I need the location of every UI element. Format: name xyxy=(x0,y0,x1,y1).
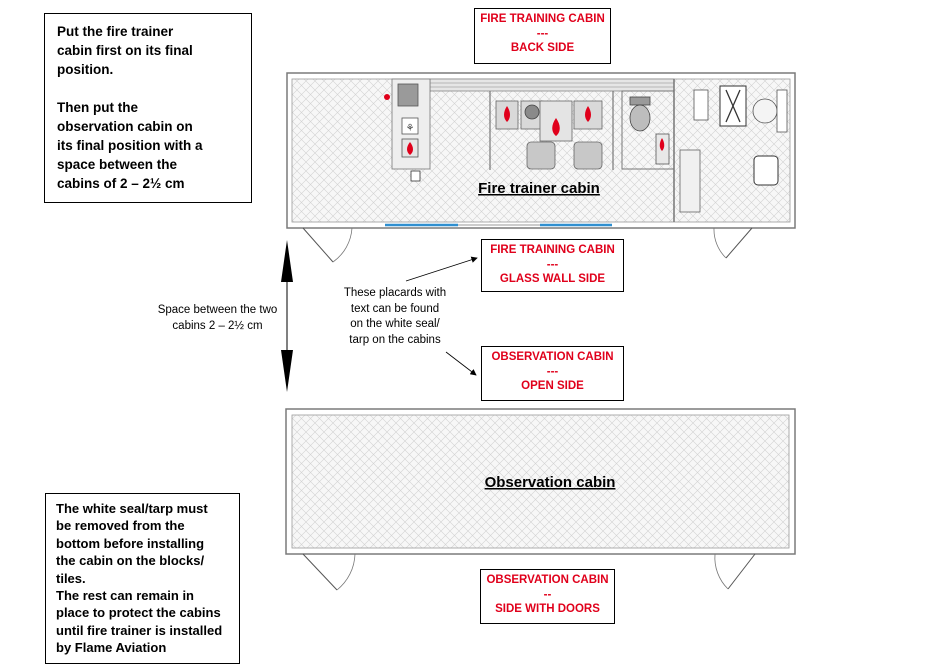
placard-note: These placards with text can be found on… xyxy=(330,286,460,348)
placard-line: FIRE TRAINING CABIN xyxy=(480,13,605,25)
observation-cabin-label: Observation cabin xyxy=(485,474,616,491)
flame-icon xyxy=(585,106,591,122)
placard-line: GLASS WALL SIDE xyxy=(499,273,606,285)
placard-back-side: FIRE TRAINING CABIN --- BACK SIDE xyxy=(474,8,611,64)
instruction-line: place to protect the cabins xyxy=(56,605,221,621)
instruction-line: observation cabin on xyxy=(57,119,193,134)
placard-side-with-doors: OBSERVATION CABIN -- SIDE WITH DOORS xyxy=(480,569,615,624)
door-right xyxy=(725,227,753,259)
placard-glass-wall-side: FIRE TRAINING CABIN --- GLASS WALL SIDE xyxy=(481,239,624,292)
seat-icon xyxy=(573,141,603,170)
fire-trainer-cabin: ⚘ xyxy=(286,72,796,263)
seat-icon xyxy=(526,141,556,170)
pointer-arrow xyxy=(405,256,478,282)
placard-line: --- xyxy=(536,27,549,40)
svg-text:⚘: ⚘ xyxy=(406,123,415,134)
placard-line: -- xyxy=(543,588,552,601)
instruction-line: Put the fire trainer xyxy=(57,24,174,39)
placard-line: --- xyxy=(546,365,559,378)
placard-open-side: OBSERVATION CABIN --- OPEN SIDE xyxy=(481,346,624,401)
instruction-line: position. xyxy=(57,62,114,77)
observation-cabin: Observation cabin xyxy=(285,408,796,591)
instruction-line: The rest can remain in xyxy=(56,588,194,604)
pointer-arrow xyxy=(445,351,477,376)
instruction-line: The white seal/tarp must xyxy=(56,501,208,516)
switch-icon xyxy=(410,170,421,182)
equipment-icon xyxy=(401,117,419,135)
placard-note-line: text can be found xyxy=(350,302,440,315)
placard-line: FIRE TRAINING CABIN xyxy=(490,244,615,256)
placard-line: OPEN SIDE xyxy=(521,380,584,392)
instruction-line: until fire trainer is installed xyxy=(56,622,223,638)
door-left xyxy=(302,227,334,263)
instruction-line: cabin first on its final xyxy=(57,43,193,58)
flame-icon xyxy=(552,118,560,136)
panel-icon xyxy=(693,89,709,121)
instruction-box-top: Put the fire trainer cabin first on its … xyxy=(44,13,252,203)
instruction-line: Then put the xyxy=(57,100,138,115)
fire-trainer-cabin-label: Fire trainer cabin xyxy=(478,180,600,197)
instruction-line: bottom before installing xyxy=(56,535,205,551)
instruction-line: by Flame Aviation xyxy=(56,640,167,656)
instruction-box-bottom: The white seal/tarp must be removed from… xyxy=(45,493,240,664)
space-note-line: cabins 2 – 2½ cm xyxy=(172,319,263,332)
placard-note-line: These placards with xyxy=(343,287,447,299)
placard-note-line: on the white seal/ xyxy=(350,318,440,330)
door-left xyxy=(302,553,338,591)
alarm-icon xyxy=(384,94,390,100)
placard-line: SIDE WITH DOORS xyxy=(495,603,600,615)
placard-line: OBSERVATION CABIN xyxy=(486,574,609,586)
flame-icon xyxy=(407,142,413,155)
instruction-line: its final position with a xyxy=(57,138,203,153)
placard-line: --- xyxy=(546,258,559,271)
toilet-icon xyxy=(629,104,651,132)
flame-icon xyxy=(659,138,665,151)
spacing-arrow xyxy=(281,240,293,392)
placard-line: BACK SIDE xyxy=(510,42,575,54)
placard-note-line: tarp on the cabins xyxy=(349,333,441,346)
flame-icon xyxy=(504,106,510,122)
chair-icon xyxy=(753,155,779,186)
placard-line: OBSERVATION CABIN xyxy=(491,351,614,363)
space-note-line: Space between the two xyxy=(157,304,278,316)
instruction-line: cabins of 2 – 2½ cm xyxy=(57,176,185,191)
table-icon xyxy=(752,98,778,124)
instruction-line: the cabin on the blocks/ xyxy=(56,553,205,569)
instruction-line: tiles. xyxy=(56,570,86,586)
instruction-line: space between the xyxy=(57,157,178,172)
space-note: Space between the two cabins 2 – 2½ cm xyxy=(145,303,290,334)
instruction-line: be removed from the xyxy=(56,518,185,534)
door-right xyxy=(727,553,756,590)
